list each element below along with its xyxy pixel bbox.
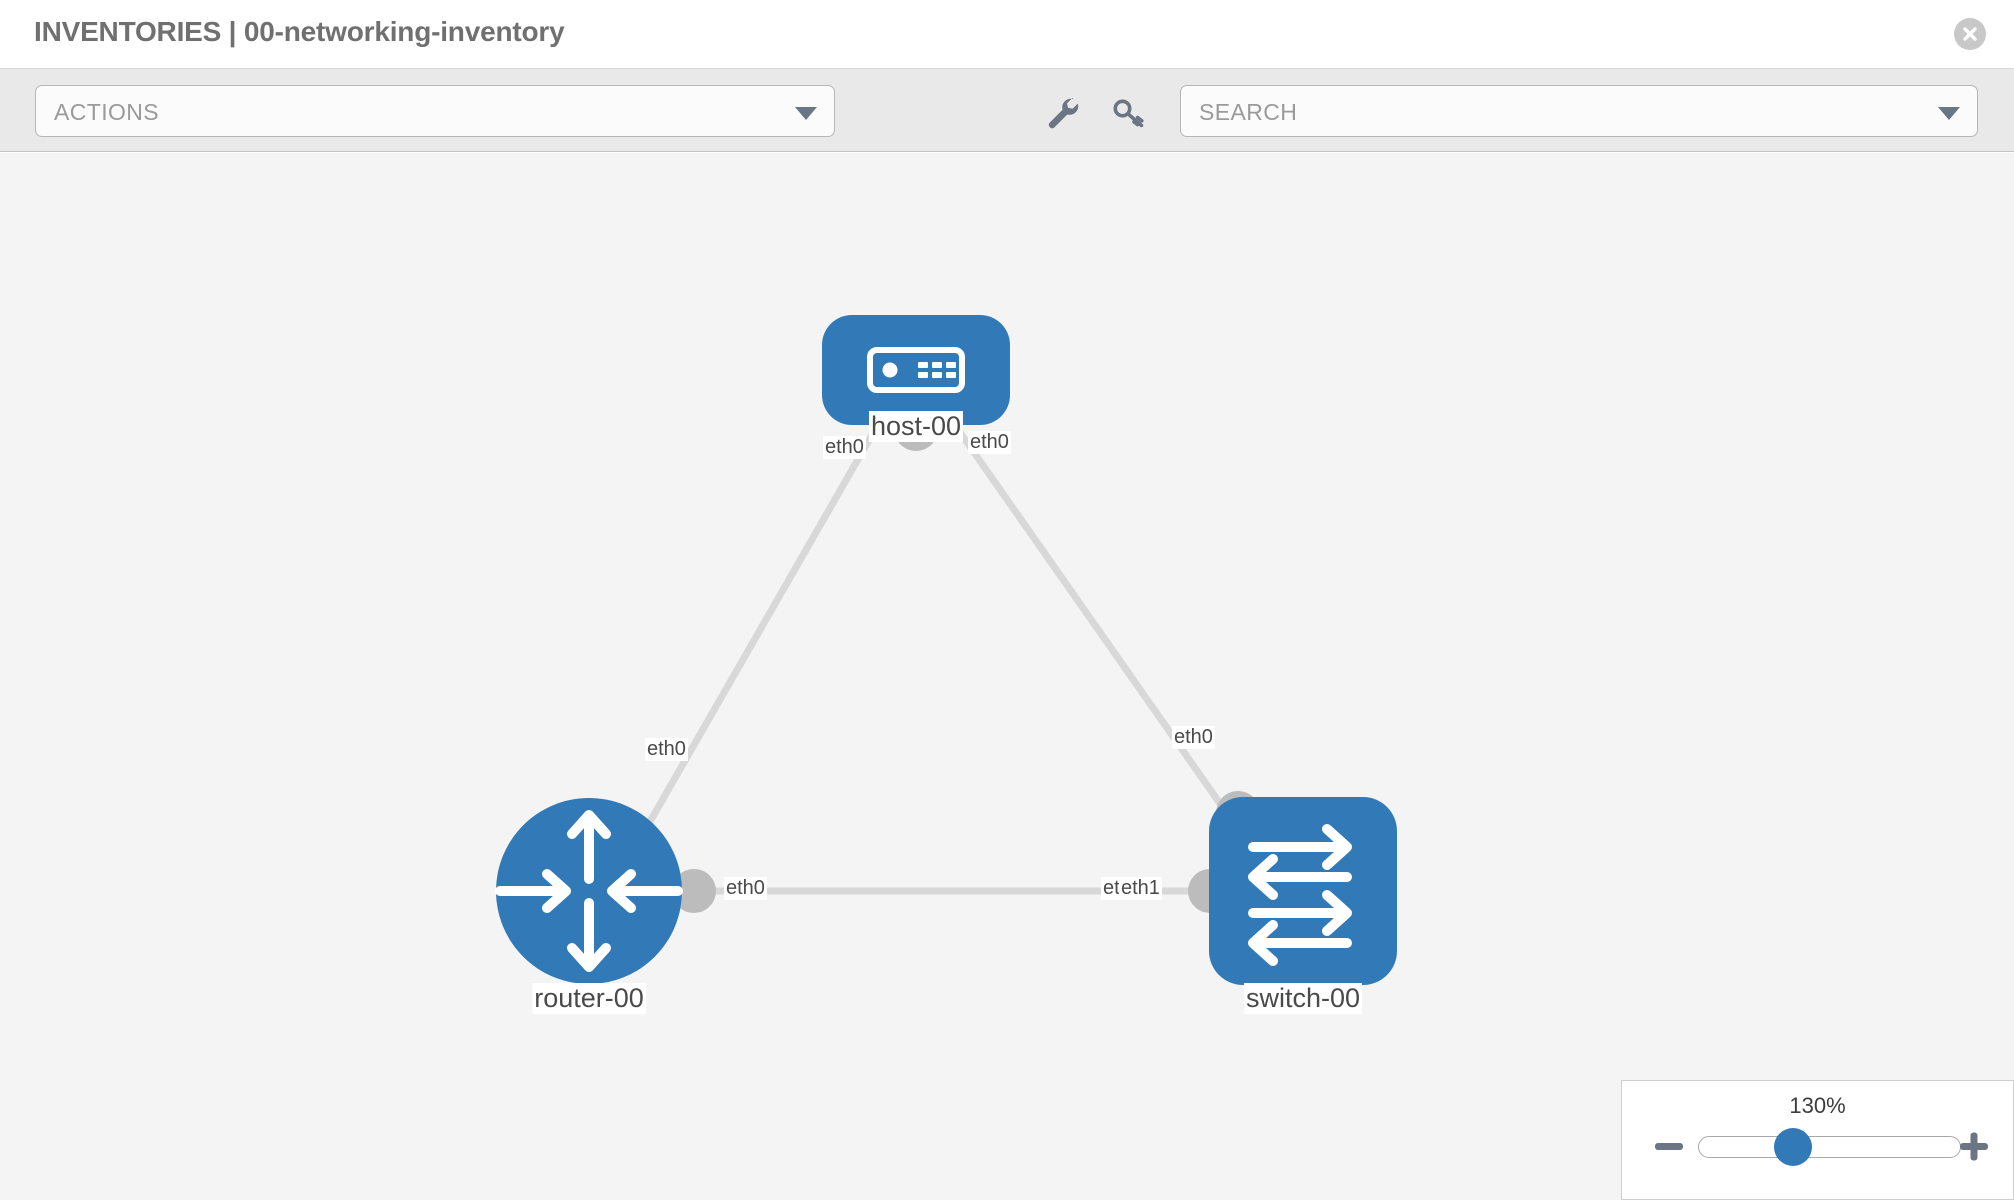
actions-dropdown[interactable]: ACTIONS [35,85,835,137]
search-input[interactable]: SEARCH [1180,85,1978,137]
node-host-00[interactable] [822,315,1010,425]
chevron-down-icon [795,107,817,120]
page-title: INVENTORIES | 00-networking-inventory [34,16,565,47]
node-label-host-00: host-00 [868,411,964,442]
node-switch-00[interactable] [1209,797,1397,985]
iface-host-right: eth0 [968,431,1011,454]
iface-switch-west: eth1 [1119,877,1162,900]
zoom-slider[interactable] [1698,1136,1961,1158]
page-header: INVENTORIES | 00-networking-inventory [0,0,2014,69]
zoom-slider-thumb[interactable] [1774,1128,1812,1166]
edge-endpoint-dots [672,407,1260,913]
search-placeholder: SEARCH [1199,99,1298,125]
node-router-00[interactable] [495,798,683,984]
iface-router-east: eth0 [724,877,767,900]
minus-icon[interactable] [1652,1129,1686,1163]
iface-router-uplink: eth0 [645,738,688,761]
iface-host-left: eth0 [823,436,866,459]
node-label-switch-00: switch-00 [1243,983,1363,1014]
chevron-down-icon[interactable] [1938,107,1960,120]
zoom-level-value: 130% [1789,1093,1846,1118]
edge-host-switch [949,418,1238,828]
iface-switch-uplink: eth0 [1172,726,1215,749]
node-label-router-00: router-00 [532,983,646,1014]
actions-dropdown-label: ACTIONS [54,99,160,125]
key-icon[interactable] [1108,91,1150,133]
edge-host-router [636,419,884,841]
plus-icon[interactable] [1957,1129,1991,1163]
topology-canvas[interactable]: host-00 router-00 switch-00 eth0 eth0 et… [0,153,2014,1200]
wrench-icon[interactable] [1040,91,1082,133]
close-icon[interactable] [1954,18,1986,50]
topology-graph [495,315,1397,985]
zoom-control: 130% [1621,1080,2014,1200]
toolbar: ACTIONS SEARCH [0,69,2014,152]
